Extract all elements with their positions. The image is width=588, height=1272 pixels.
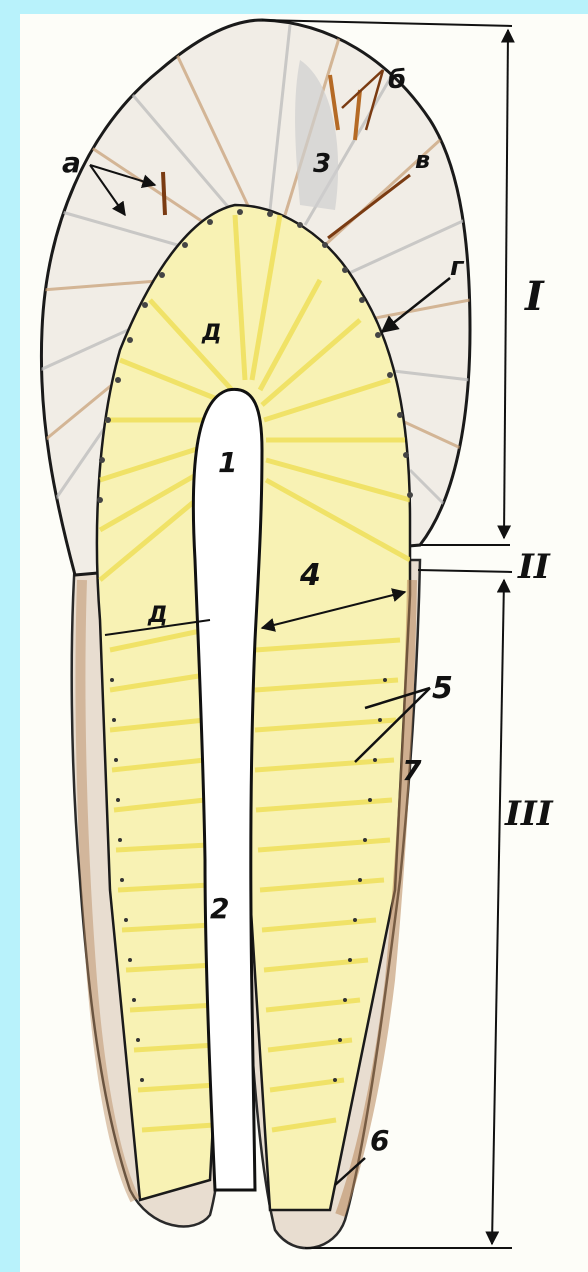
label-d-upper: Д bbox=[201, 321, 222, 346]
label-b: б bbox=[388, 65, 406, 95]
label-5: 5 bbox=[432, 671, 453, 706]
label-4: 4 bbox=[299, 558, 321, 593]
label-roman-I: I bbox=[524, 273, 545, 320]
label-3: 3 bbox=[313, 149, 331, 179]
label-7: 7 bbox=[402, 754, 422, 787]
enamel-stria-brown-1 bbox=[163, 172, 165, 215]
label-2: 2 bbox=[210, 892, 229, 925]
label-a: а bbox=[62, 146, 81, 179]
label-d-lower: Д bbox=[147, 603, 168, 628]
label-1: 1 bbox=[218, 446, 237, 479]
label-roman-II: II bbox=[517, 547, 551, 587]
label-v: в bbox=[415, 146, 430, 174]
label-roman-III: III bbox=[504, 794, 554, 834]
label-6: 6 bbox=[370, 1124, 389, 1157]
label-g: г bbox=[450, 252, 465, 282]
